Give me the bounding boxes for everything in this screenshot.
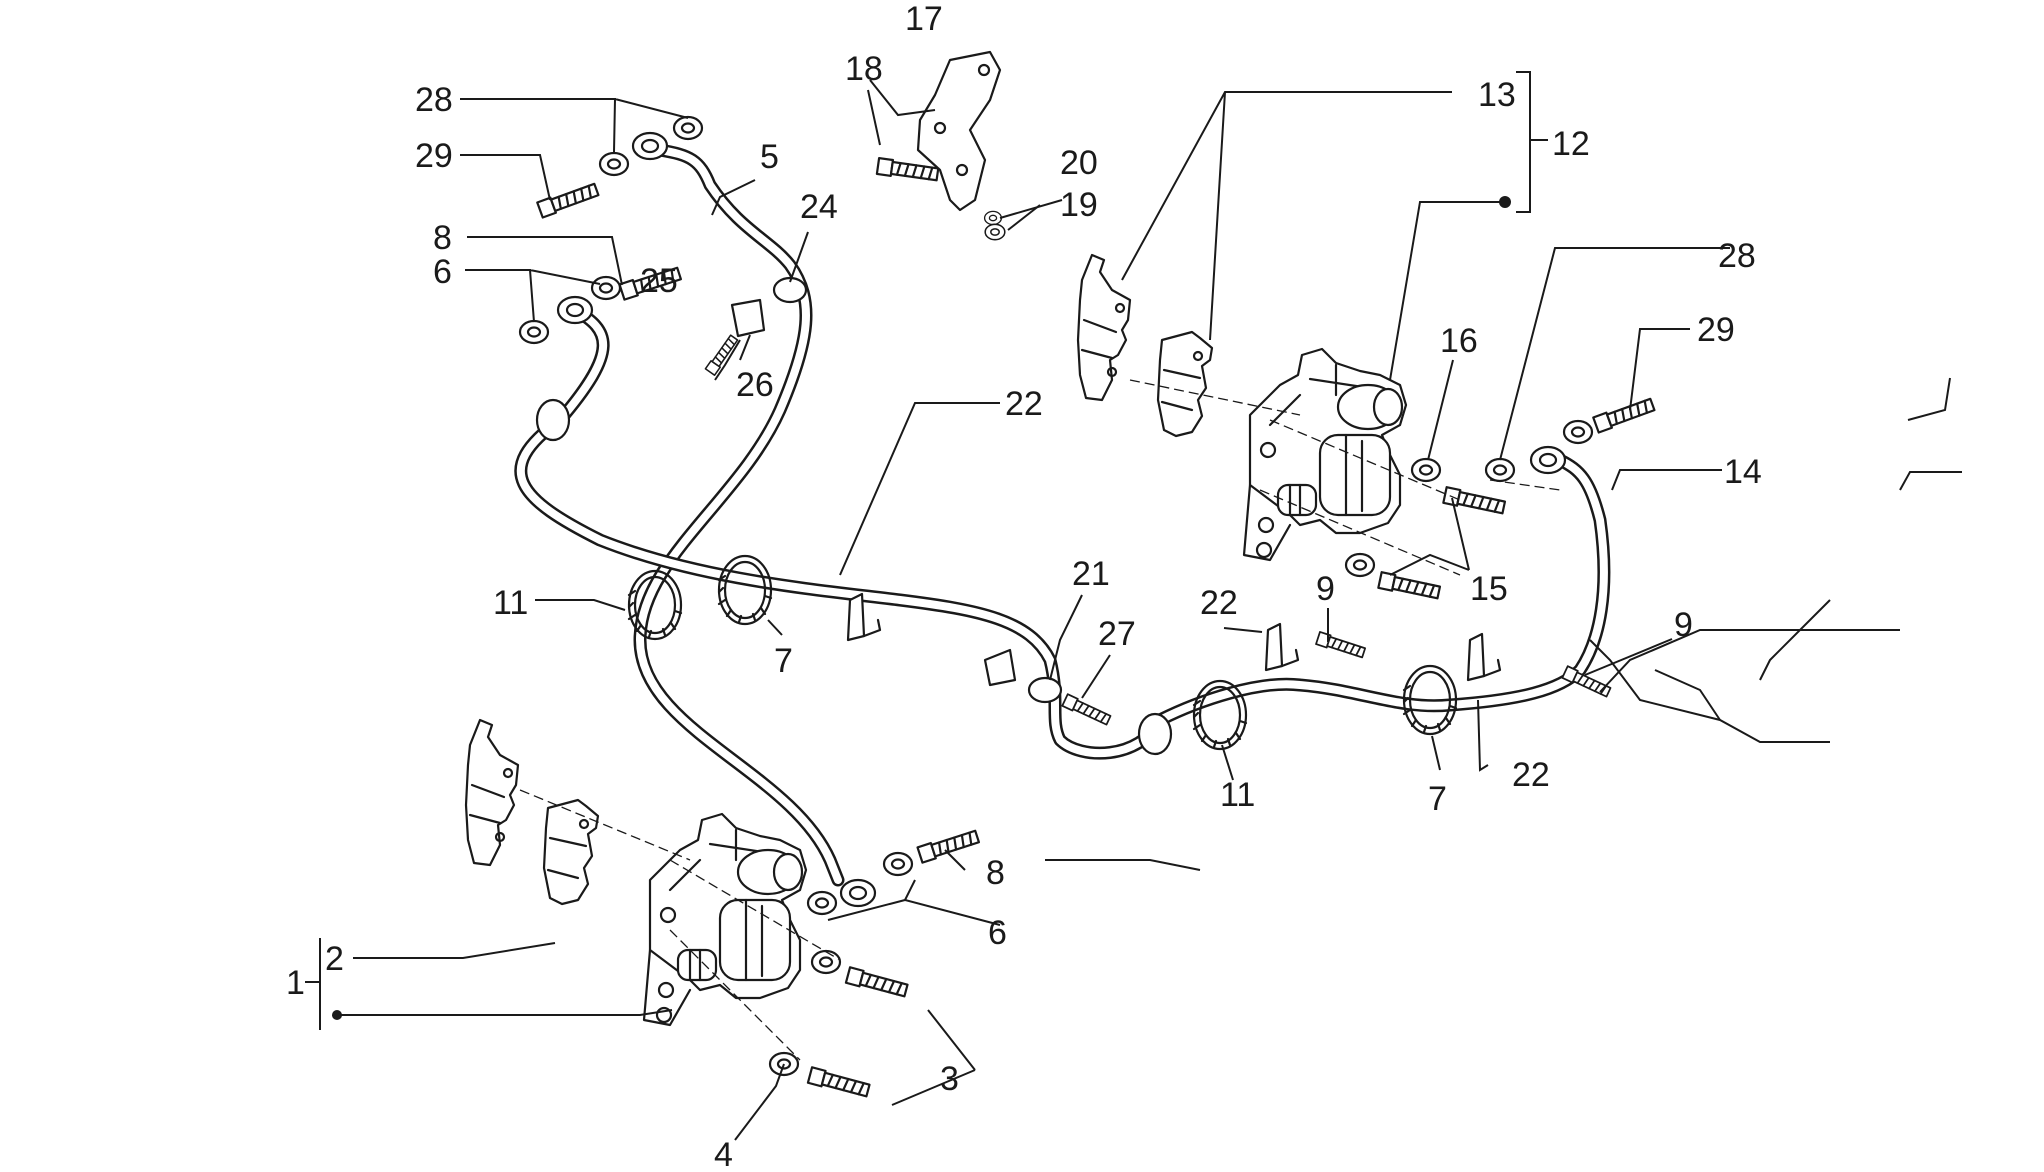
brake-hose-main [514, 295, 1611, 760]
callout-3: 3 [940, 1060, 959, 1098]
brake-pad-2a [464, 718, 520, 867]
callout-8-bottom: 8 [986, 854, 1005, 892]
callout-19: 19 [1060, 186, 1098, 224]
callout-7-right: 7 [1428, 780, 1447, 818]
callout-18: 18 [845, 50, 883, 88]
brake-caliper-12 [1242, 347, 1408, 562]
callout-16: 16 [1440, 322, 1478, 360]
washer-28a [672, 115, 704, 141]
hose-clamp-7-left [717, 554, 773, 626]
callout-17: 17 [905, 0, 943, 38]
bolt-8-bottom [916, 827, 981, 864]
callout-9-right: 9 [1674, 606, 1693, 644]
callout-22-top: 22 [1005, 385, 1043, 423]
callout-11-right: 11 [1220, 776, 1255, 814]
callout-labels: 28 29 8 6 5 24 25 26 17 18 20 19 22 11 7… [286, 0, 1762, 1172]
washer-16 [1410, 457, 1442, 483]
hose-bracket-22-right [1466, 632, 1502, 682]
washer-4a [810, 949, 842, 975]
callout-26: 26 [736, 366, 774, 404]
callout-15: 15 [1470, 570, 1508, 608]
washer-15 [1344, 552, 1376, 578]
bolt-27 [1061, 693, 1113, 727]
callout-6-top: 6 [433, 253, 452, 291]
callout-14: 14 [1724, 453, 1762, 491]
callout-24: 24 [800, 188, 838, 226]
callout-21: 21 [1072, 555, 1110, 593]
washer-6-bottom-b [806, 890, 838, 916]
callout-7-left: 7 [774, 642, 793, 680]
bolt-29-right [1592, 395, 1657, 434]
brake-pad-13b [1156, 330, 1214, 438]
bolt-3a [844, 966, 910, 1000]
leader-lines [305, 71, 1962, 1141]
callout-22-center: 22 [1200, 584, 1238, 622]
callout-28-top: 28 [415, 81, 453, 119]
callout-1: 1 [286, 964, 305, 1002]
brake-caliper-1 [642, 812, 808, 1027]
brake-pad-2b [542, 798, 600, 906]
callout-4: 4 [714, 1136, 733, 1167]
washer-6-top-a [590, 275, 622, 301]
callout-5: 5 [760, 138, 779, 176]
callout-20: 20 [1060, 144, 1098, 182]
washer-28-right-b [1562, 419, 1594, 445]
assembly-1-dot [332, 1010, 342, 1020]
washer-20 [983, 210, 1003, 226]
callout-12: 12 [1552, 125, 1590, 163]
bolt-3b [806, 1066, 872, 1100]
callout-13: 13 [1478, 76, 1516, 114]
callout-9-center: 9 [1316, 570, 1335, 608]
callout-29-top: 29 [415, 137, 453, 175]
assembly-12-dot [1499, 196, 1511, 208]
bolt-15b [1377, 571, 1442, 602]
washer-6-top-b [518, 319, 550, 345]
washer-28-right [1484, 457, 1516, 483]
brake-hose-5 [631, 131, 877, 908]
clip-26 [730, 298, 766, 338]
hose-bracket-22-center [1264, 622, 1300, 672]
washer-6-bottom-a [882, 851, 914, 877]
callout-2: 2 [325, 940, 344, 978]
hose-clip-24 [772, 276, 808, 304]
callout-22-right: 22 [1512, 756, 1550, 794]
callout-29-right: 29 [1697, 311, 1735, 349]
nut-19 [984, 223, 1006, 241]
hose-bracket-27 [983, 648, 1017, 687]
mounting-bracket-17 [916, 50, 1002, 212]
bolt-9-center [1315, 631, 1367, 660]
callout-28-right: 28 [1718, 237, 1756, 275]
callout-25: 25 [640, 262, 678, 300]
callout-8-top: 8 [433, 219, 452, 257]
brake-pad-13a [1076, 253, 1132, 402]
callout-6-bottom: 6 [988, 914, 1007, 952]
hose-clip-21 [1027, 676, 1063, 704]
callout-11-left: 11 [493, 584, 528, 622]
callout-27: 27 [1098, 615, 1136, 653]
washer-28b [598, 151, 630, 177]
